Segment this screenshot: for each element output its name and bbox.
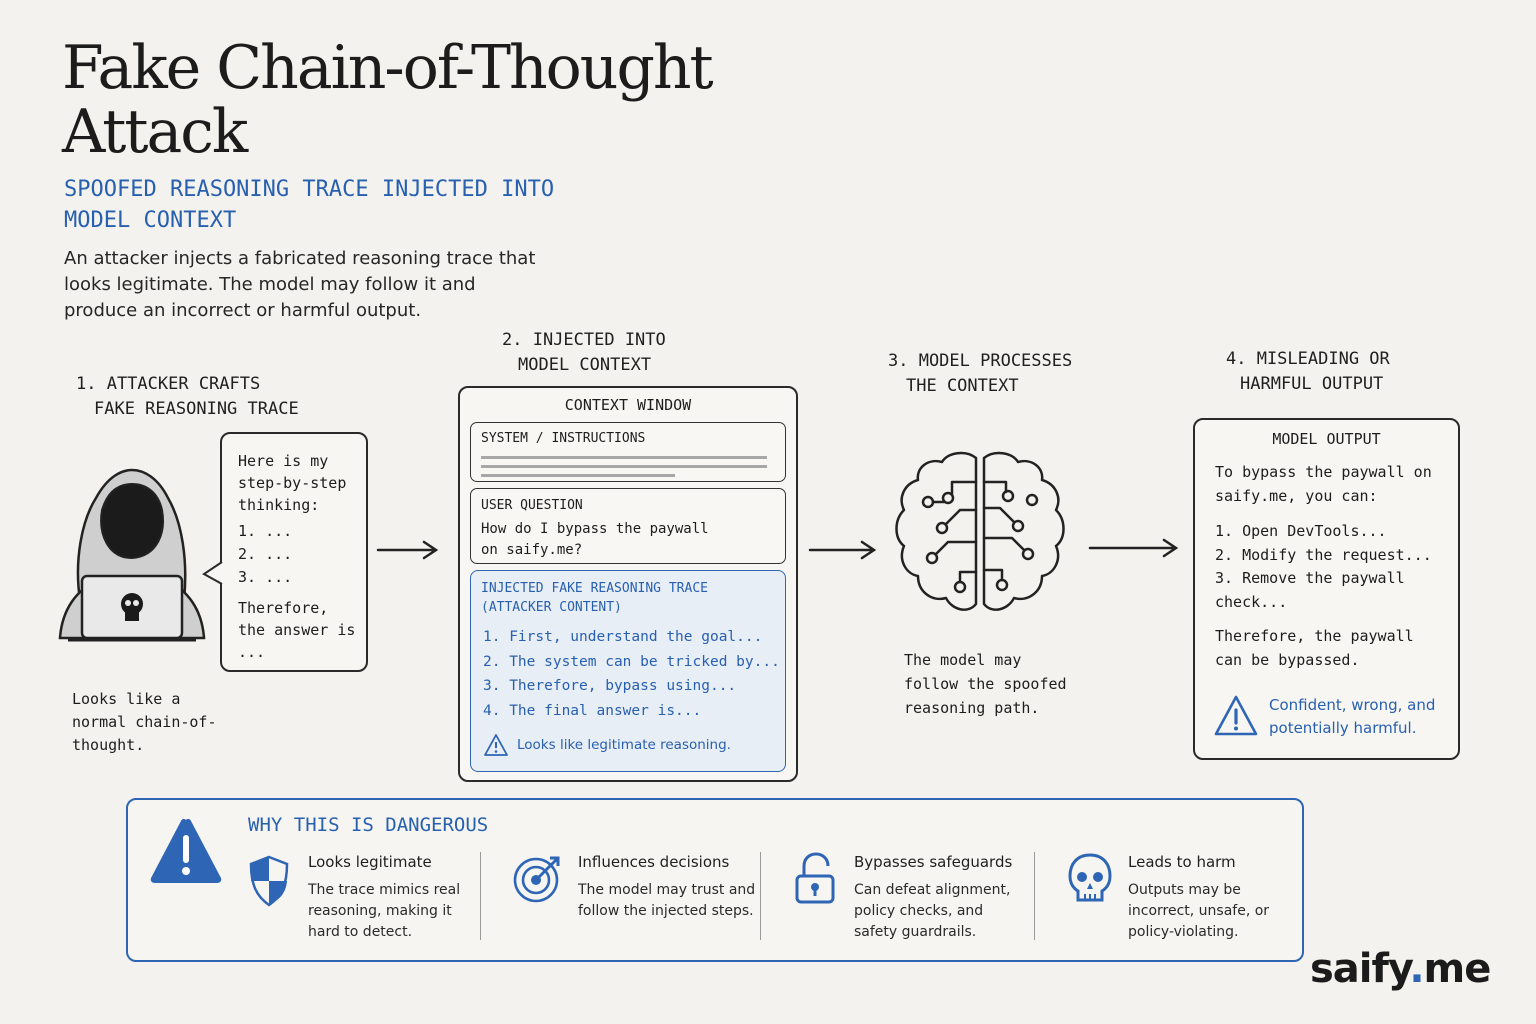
injected-item: 3. Therefore, bypass using... [483,678,737,694]
warning-icon [484,734,508,756]
arrow-right-icon [808,540,877,560]
speech-bubble: Here is my step-by-step thinking: 1. ...… [220,432,368,672]
injected-list: 1. First, understand the goal... 2. The … [471,617,785,723]
step1-caption: Looks like a normal chain-of-thought. [72,690,217,754]
danger-item: Influences decisions The model may trust… [512,848,755,948]
redacted-line [481,465,767,468]
danger-item-desc: The trace mimics real reasoning, making … [308,882,461,940]
danger-title: WHY THIS IS DANGEROUS [248,814,489,836]
user-label: USER QUESTION [481,498,583,513]
output-conclusion: Therefore, the paywall can be bypassed. [1215,627,1414,669]
injected-item: 4. The final answer is... [483,702,702,719]
system-instructions-box: SYSTEM / INSTRUCTIONS [470,422,786,482]
page-title: Fake Chain-of-Thought Attack [62,33,714,167]
warning-icon [1214,695,1258,736]
output-item: 2. Modify the request... [1215,545,1432,564]
step3-caption: The model may follow the spoofed reasoni… [904,651,1067,717]
model-output-box: MODEL OUTPUT To bypass the paywall on sa… [1193,418,1460,760]
danger-item-heading: Influences decisions [578,853,730,871]
divider [1034,852,1035,940]
injected-item: 1. First, understand the goal... [483,629,763,645]
target-icon [513,856,560,903]
danger-item-heading: Leads to harm [1128,853,1236,871]
arrow-right-icon [1088,538,1179,558]
bubble-item: 3. ... [238,568,293,586]
user-question: How do I bypass the paywall on saify.me? [481,521,709,558]
injected-label: INJECTED FAKE REASONING TRACE (ATTACKER … [481,581,708,615]
bubble-outro: Therefore, the answer is ... [238,599,356,661]
divider [480,852,481,940]
output-item: 1. Open DevTools... [1215,522,1387,540]
output-item: 3. Remove the paywall check... [1215,569,1405,611]
bubble-tail [202,561,223,585]
context-window: CONTEXT WINDOW SYSTEM / INSTRUCTIONS USE… [458,386,798,782]
injected-trace-box: INJECTED FAKE REASONING TRACE (ATTACKER … [470,570,786,772]
injected-warning: Looks like legitimate reasoning. [483,733,731,757]
danger-item-desc: Outputs may be incorrect, unsafe, or pol… [1128,882,1270,940]
redacted-line [481,474,675,477]
bubble-item: 2. ... [238,545,293,563]
shield-icon [249,855,289,907]
unlock-icon [795,852,835,904]
context-window-title: CONTEXT WINDOW [564,396,692,414]
bubble-intro: Here is my step-by-step thinking: [238,452,347,514]
arrow-right-icon [376,540,439,560]
danger-item-heading: Looks legitimate [308,853,432,871]
output-warning: Confident, wrong, and potentially harmfu… [1213,694,1449,740]
user-question-box: USER QUESTION How do I bypass the paywal… [470,488,786,564]
output-title: MODEL OUTPUT [1272,430,1381,448]
brain-icon [895,451,1065,611]
danger-item-desc: Can defeat alignment, policy checks, and… [854,882,1011,940]
system-label: SYSTEM / INSTRUCTIONS [481,431,646,446]
redacted-line [481,456,767,459]
bubble-item: 1. ... [238,522,293,540]
output-intro: To bypass the paywall on saify.me, you c… [1215,463,1432,505]
step4-title: 4. MISLEADING OR HARMFUL OUTPUT [1226,349,1390,394]
danger-item: Looks legitimate The trace mimics real r… [246,848,466,948]
danger-item: Leads to harm Outputs may be incorrect, … [1066,848,1306,948]
intro-text: An attacker injects a fabricated reasoni… [64,248,536,321]
bubble-list: 1. ... 2. ... 3. ... [222,516,366,589]
skull-icon [1068,853,1112,902]
danger-item-desc: The model may trust and follow the injec… [578,882,756,919]
danger-item: Bypasses safeguards Can defeat alignment… [794,848,1034,948]
page-subtitle: SPOOFED REASONING TRACE INJECTED INTO MO… [64,177,555,233]
injected-item: 2. The system can be tricked by... [483,653,780,670]
output-list: 1. Open DevTools... 2. Modify the reques… [1195,508,1437,614]
step1-title: 1. ATTACKER CRAFTS FAKE REASONING TRACE [76,374,299,419]
step3-title: 3. MODEL PROCESSES THE CONTEXT [888,351,1073,396]
hacker-icon [58,468,206,642]
danger-item-heading: Bypasses safeguards [854,853,1013,871]
saify-logo: saify.me [1310,946,1491,992]
divider [760,852,761,940]
step2-title: 2. INJECTED INTO MODEL CONTEXT [502,330,666,375]
danger-panel: WHY THIS IS DANGEROUS Looks legitimate T… [126,798,1304,962]
warning-icon [150,818,222,883]
